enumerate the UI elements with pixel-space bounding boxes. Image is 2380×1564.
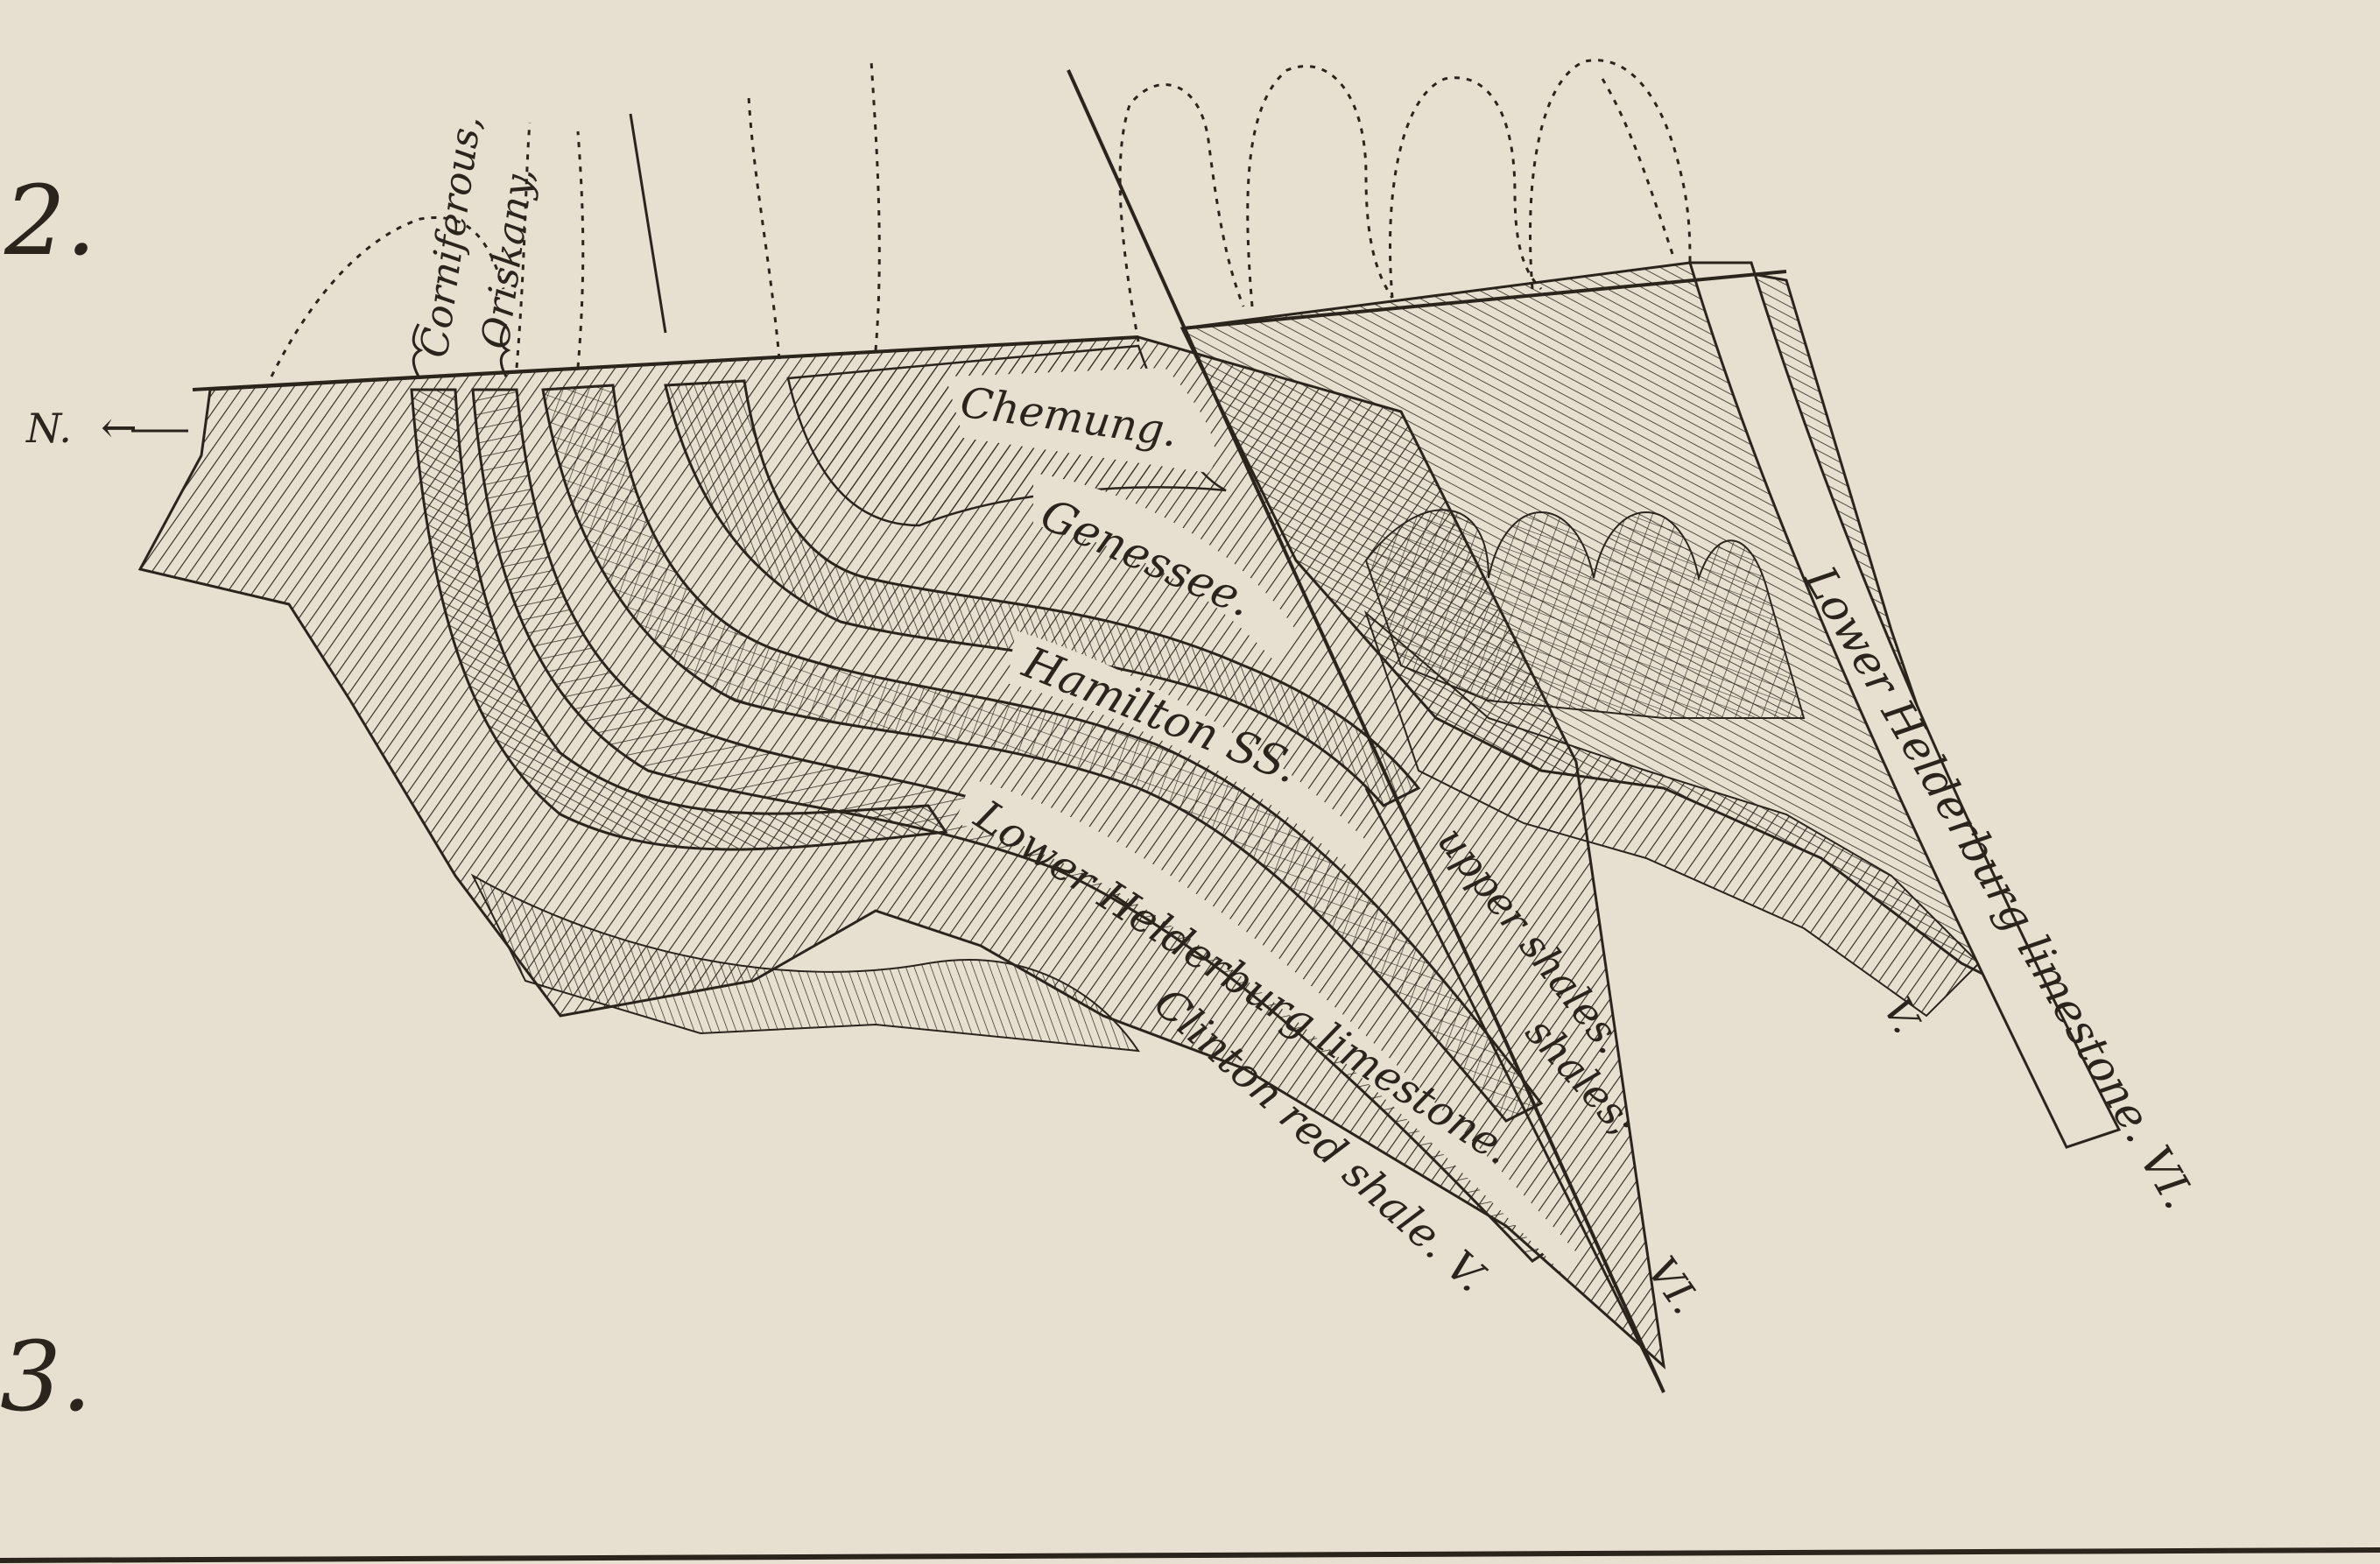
north-arrow-icon: ← <box>101 402 137 453</box>
north-label: N. <box>25 405 72 452</box>
figure-number-2: 2. <box>4 165 96 277</box>
figure-number-3: 3. <box>0 1321 92 1433</box>
